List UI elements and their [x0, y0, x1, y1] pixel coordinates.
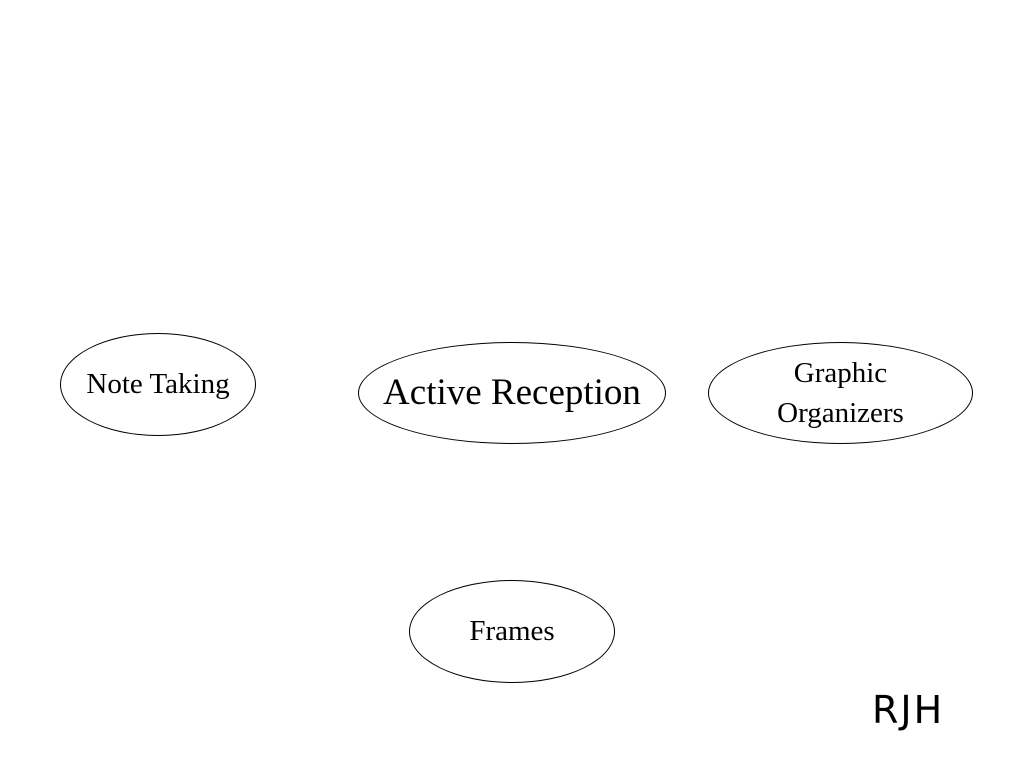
- graphic-organizers-ellipse: Graphic Organizers: [708, 342, 973, 444]
- note-taking-ellipse: Note Taking: [60, 333, 256, 436]
- note-taking-label: Note Taking: [86, 368, 230, 401]
- active-reception-label: Active Reception: [383, 371, 641, 413]
- author-signature: RJH: [872, 688, 945, 732]
- frames-ellipse: Frames: [409, 580, 615, 683]
- active-reception-ellipse: Active Reception: [358, 342, 666, 444]
- graphic-organizers-label-line2: Organizers: [777, 397, 904, 429]
- frames-label: Frames: [469, 615, 555, 648]
- graphic-organizers-label: Graphic Organizers: [777, 353, 904, 433]
- graphic-organizers-label-line1: Graphic: [793, 357, 888, 389]
